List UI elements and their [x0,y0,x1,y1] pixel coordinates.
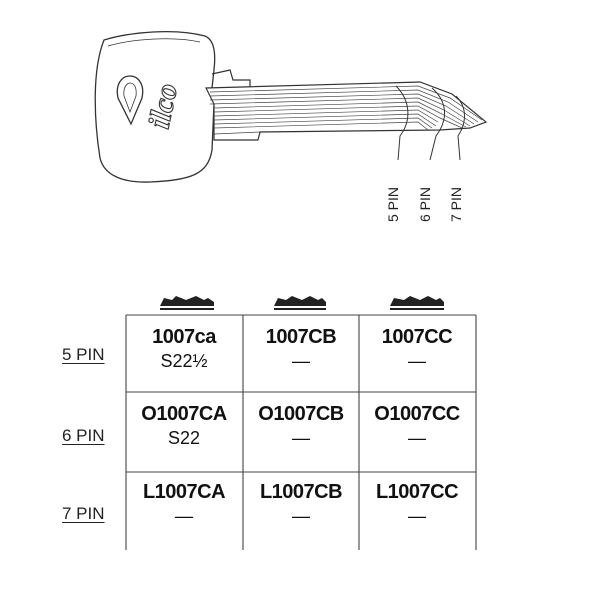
pin-label-5: 5 PIN [385,187,401,222]
table-cell: O1007CC — [359,403,475,449]
key-sub-code: — [292,506,310,526]
key-sub-code: — [408,428,426,448]
table-cell: L1007CB — [243,481,359,527]
key-bow [94,30,216,183]
key-code: O1007CA [141,403,227,425]
key-code-table: 1007ca S22½ 1007CB — 1007CC — O1007CA S2… [126,315,476,551]
key-code: O1007CC [374,403,460,425]
key-sub-code: — [408,351,426,371]
keyway-profile-b-icon [274,296,326,310]
key-sub-code: S22 [167,428,201,448]
key-hole-icon [116,75,144,126]
table-cell: L1007CC — [359,481,475,527]
table-cell: 1007ca S22½ [126,326,242,372]
pin-label-6: 6 PIN [417,187,433,222]
row-label-7-pin: 7 PIN [62,504,105,523]
key-sub-code: — [292,351,310,371]
table-cell: L1007CA — [126,481,242,527]
table-cell: 1007CC — [359,326,475,372]
table-cell: O1007CB — [243,403,359,449]
key-sub-code: — [292,428,310,448]
keyway-profile-c-icon [390,296,444,310]
table-cell: 1007CB — [243,326,359,372]
row-label-5-pin: 5 PIN [62,345,105,364]
key-code: 1007CB [265,326,337,348]
key-sub-code: S22½ [160,351,208,371]
key-code: L1007CB [259,481,343,503]
key-code: 1007ca [152,326,216,348]
key-code: O1007CB [258,403,344,425]
key-code: 1007CC [381,326,453,348]
keyway-profile-a-icon [160,296,214,310]
key-code: L1007CA [142,481,226,503]
table-cell: O1007CA S22 [126,403,242,449]
pin-label-7: 7 PIN [448,187,464,222]
key-sub-code: — [175,506,193,526]
key-code: L1007CC [375,481,459,503]
row-label-6-pin: 6 PIN [62,426,105,445]
key-sub-code: — [408,506,426,526]
